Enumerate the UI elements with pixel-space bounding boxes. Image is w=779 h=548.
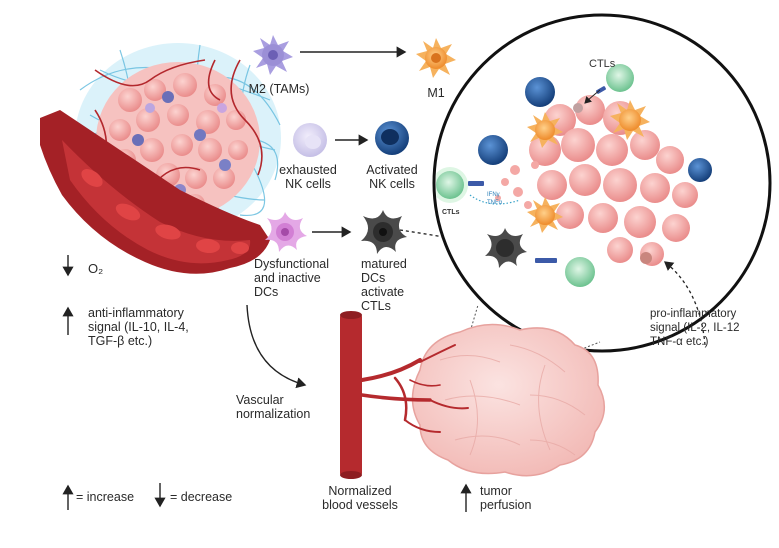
- tumor-perfusion-label: tumor perfusion: [480, 484, 532, 512]
- matured-dc-label: matured DCs activate CTLs: [361, 257, 407, 313]
- tumor-with-vessel-illustration: [40, 43, 281, 274]
- exhausted-nk-label: exhausted NK cells: [279, 163, 337, 191]
- normalized-blood-vessel: [340, 315, 362, 475]
- pro-inflammatory-arrow: [663, 261, 706, 346]
- cytokine-tnf-label: TNFα: [487, 200, 503, 206]
- anti-inflammatory-label: anti-inflammatory signal (IL-10, IL-4, T…: [88, 306, 189, 348]
- m2-tams-label: M2 (TAMs): [248, 82, 310, 96]
- inset-ctl-cells: [436, 64, 652, 287]
- cytokine-release: [469, 194, 521, 205]
- normalized-tumor-illustration: [340, 311, 605, 479]
- inset-ctls-top-label: CTLs: [589, 58, 616, 70]
- tumor-inset-magnified: [432, 13, 772, 353]
- legend-increase-label: = increase: [76, 490, 135, 504]
- tumor-cells: [109, 73, 248, 214]
- dysfunctional-dc-icon: [265, 212, 307, 252]
- pro-inflammatory-label: pro-inflammatory signal (IL-2, IL-12 TNF…: [650, 308, 740, 348]
- normalized-vessels-label: Normalized blood vessels: [322, 484, 398, 512]
- inset-ctls-left-label: CTLs: [442, 209, 460, 216]
- inset-nk-cells: [478, 77, 712, 182]
- blood-vessel: [40, 110, 270, 274]
- red-blood-cells: [81, 169, 249, 254]
- activated-nk-cell-icon: [375, 121, 409, 155]
- m1-macrophage-icon: [416, 38, 456, 78]
- to-vascular-normalization-arrow: [246, 304, 307, 389]
- inset-m1-macrophages: [527, 100, 650, 233]
- legend-decrease-label: = decrease: [170, 490, 233, 504]
- m1-label: M1: [427, 86, 445, 100]
- matured-dc-icon: [361, 210, 407, 254]
- m2-macrophage-icon: [253, 35, 293, 75]
- dysfunctional-dc-label: Dysfunctional and inactive DCs: [254, 257, 330, 299]
- activated-nk-label: Activated NK cells: [366, 163, 418, 191]
- oxygen-label: O₂: [88, 261, 104, 276]
- exhausted-nk-cell-icon: [293, 123, 327, 157]
- inset-matured-dc: [485, 228, 527, 268]
- cytokine-ifn-label: IFNγ: [487, 192, 500, 198]
- vascular-normalization-label: Vascular normalization: [236, 393, 311, 421]
